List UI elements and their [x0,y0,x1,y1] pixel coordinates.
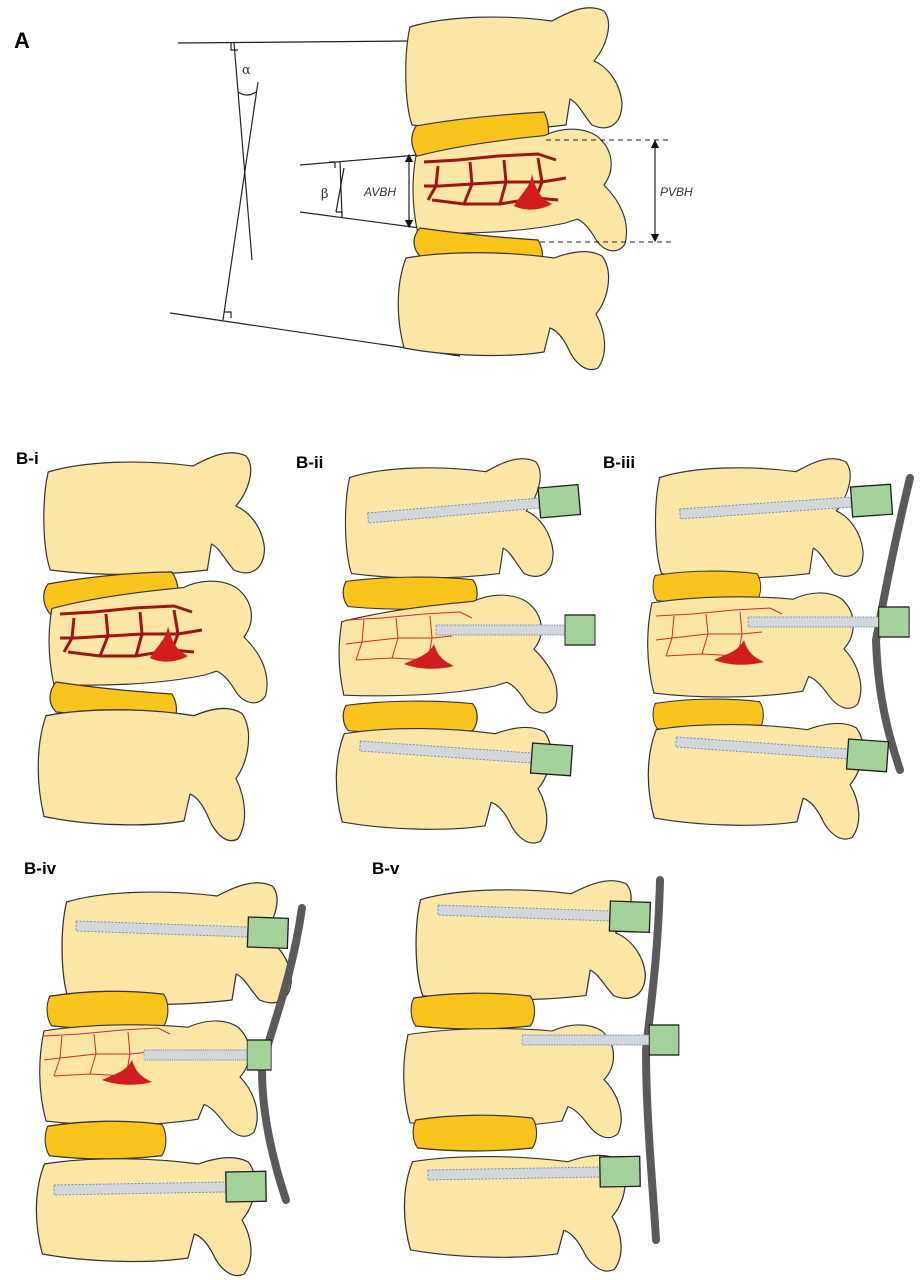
right-angle-mark [230,43,238,51]
panel-label-b-v: B-v [372,859,400,878]
panel-b-v: B-v [372,859,680,1272]
panel-b-iv: B-iv [24,859,306,1277]
alpha-label: α [242,63,251,78]
beta-perpendicular [335,167,345,213]
perpendicular-line-upper [233,42,253,261]
panel-label-b-iii: B-iii [603,453,635,472]
avbh-label: AVBH [363,185,396,199]
right-angle-mark [224,311,232,318]
lower-disc [44,1120,167,1160]
pvbh-label: PVBH [660,185,693,199]
lower-vertebra [35,1156,256,1277]
lower-vertebra [397,250,610,371]
perpendicular-line-lower [222,81,259,321]
fracture-lower-line [299,211,421,229]
upper-disc [46,990,169,1030]
panel-b-i: B-i [16,449,268,842]
panel-label-b-ii: B-ii [296,453,323,472]
beta-label: β [321,187,329,202]
panel-b-ii: B-ii [296,453,596,844]
restored-vertebra [39,1020,258,1137]
fractured-vertebra [647,592,862,709]
spinal-rod [641,876,664,1244]
panel-b-iii: B-iii [603,453,914,840]
panel-label-a: A [14,28,30,53]
upper-vertebra [43,452,266,576]
upper-endplate-line [177,40,413,44]
lower-vertebra [37,707,250,842]
spinal-rod [871,474,914,774]
beta-perpendicular [339,161,343,217]
right-angle-mark [336,211,343,218]
right-angle-mark [329,161,336,168]
upper-vertebra [405,7,623,131]
lower-disc [412,1114,538,1152]
alpha-arc [237,91,257,96]
upper-disc [410,992,536,1030]
panel-label-b-i: B-i [16,449,39,468]
panel-label-b-iv: B-iv [24,859,57,878]
fracture-upper-line [299,154,419,166]
upper-vertebra [415,880,646,1001]
panel-a: A α β PVBH AVBH [14,7,693,371]
